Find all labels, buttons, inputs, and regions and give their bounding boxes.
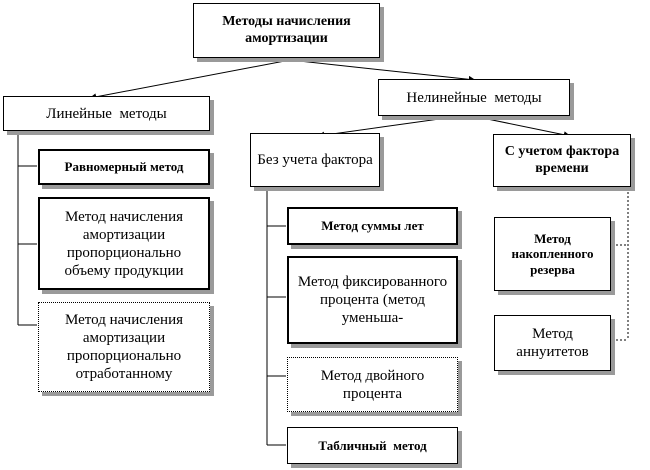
linear-header-box: Линейные методы xyxy=(3,96,210,131)
linear-item-worked: Метод начисления амортизации пропорциона… xyxy=(38,302,210,392)
time-factor-header-text: С учетом фактора времени xyxy=(504,143,620,176)
title-box: Методы начисления амортизации xyxy=(193,3,380,58)
method-annuities-text: Метод аннуитетов xyxy=(516,326,589,360)
linear-item-production: Метод начисления амортизации пропорциона… xyxy=(38,197,210,290)
method-sum-of-years-text: Метод суммы лет xyxy=(321,218,424,234)
method-fixed-percent-text: Метод фиксированного процента (метод уме… xyxy=(297,274,448,326)
nonlinear-header-box: Нелинейные методы xyxy=(378,79,570,116)
method-tabular: Табличный метод xyxy=(287,427,458,464)
linear-item-production-text: Метод начисления амортизации пропорциона… xyxy=(64,208,184,279)
title-text: Методы начисления амортизации xyxy=(222,13,351,46)
arrow-to-nonlinear xyxy=(289,59,476,83)
method-tabular-text: Табличный метод xyxy=(318,437,427,453)
method-double-percent-text: Метод двойного процента xyxy=(320,367,425,402)
method-accumulated-reserve-text: Метод накопленного резерва xyxy=(511,230,594,277)
linear-item-uniform-text: Равномерный метод xyxy=(64,159,184,175)
arrow-to-with-time-factor xyxy=(467,114,571,139)
method-sum-of-years: Метод суммы лет xyxy=(287,207,458,245)
without-factor-header-box: Без учета фактора xyxy=(250,133,380,187)
linear-header-text: Линейные методы xyxy=(46,105,167,122)
method-accumulated-reserve: Метод накопленного резерва xyxy=(494,217,611,291)
linear-item-uniform: Равномерный метод xyxy=(38,149,210,185)
method-double-percent: Метод двойного процента xyxy=(287,357,458,412)
method-annuities: Метод аннуитетов xyxy=(494,315,611,371)
arrow-to-without-factor xyxy=(317,114,469,139)
linear-item-worked-text: Метод начисления амортизации пропорциона… xyxy=(64,312,183,382)
nonlinear-header-text: Нелинейные методы xyxy=(406,89,542,106)
without-factor-header-text: Без учета фактора xyxy=(257,152,373,168)
arrow-to-linear xyxy=(89,59,291,101)
method-fixed-percent: Метод фиксированного процента (метод уме… xyxy=(287,256,458,344)
time-factor-header-box: С учетом фактора времени xyxy=(493,134,631,187)
